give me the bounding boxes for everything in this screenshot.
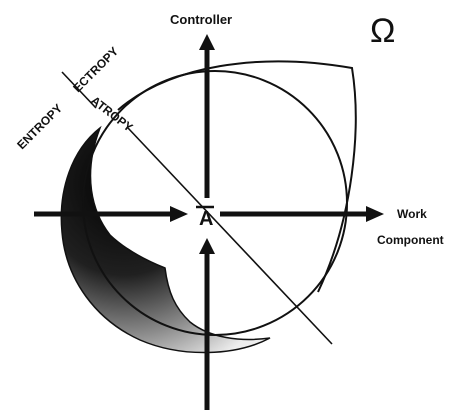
component-label: Component [377,233,444,247]
controller-arrowhead [199,34,215,50]
left-input-arrowhead [170,206,188,222]
controller-label: Controller [170,12,232,27]
work-arrowhead [366,206,384,222]
work-label: Work [397,207,427,221]
omega-symbol: Ω [370,12,395,50]
atropy-label: ATROPY [88,93,135,134]
bottom-input-arrowhead [199,238,215,254]
center-label: A [199,208,213,230]
outer-loop [118,61,356,292]
ectropy-label: ECTROPY [70,44,121,95]
entropy-label: ENTROPY [14,101,65,152]
shaded-crescent [61,128,270,353]
